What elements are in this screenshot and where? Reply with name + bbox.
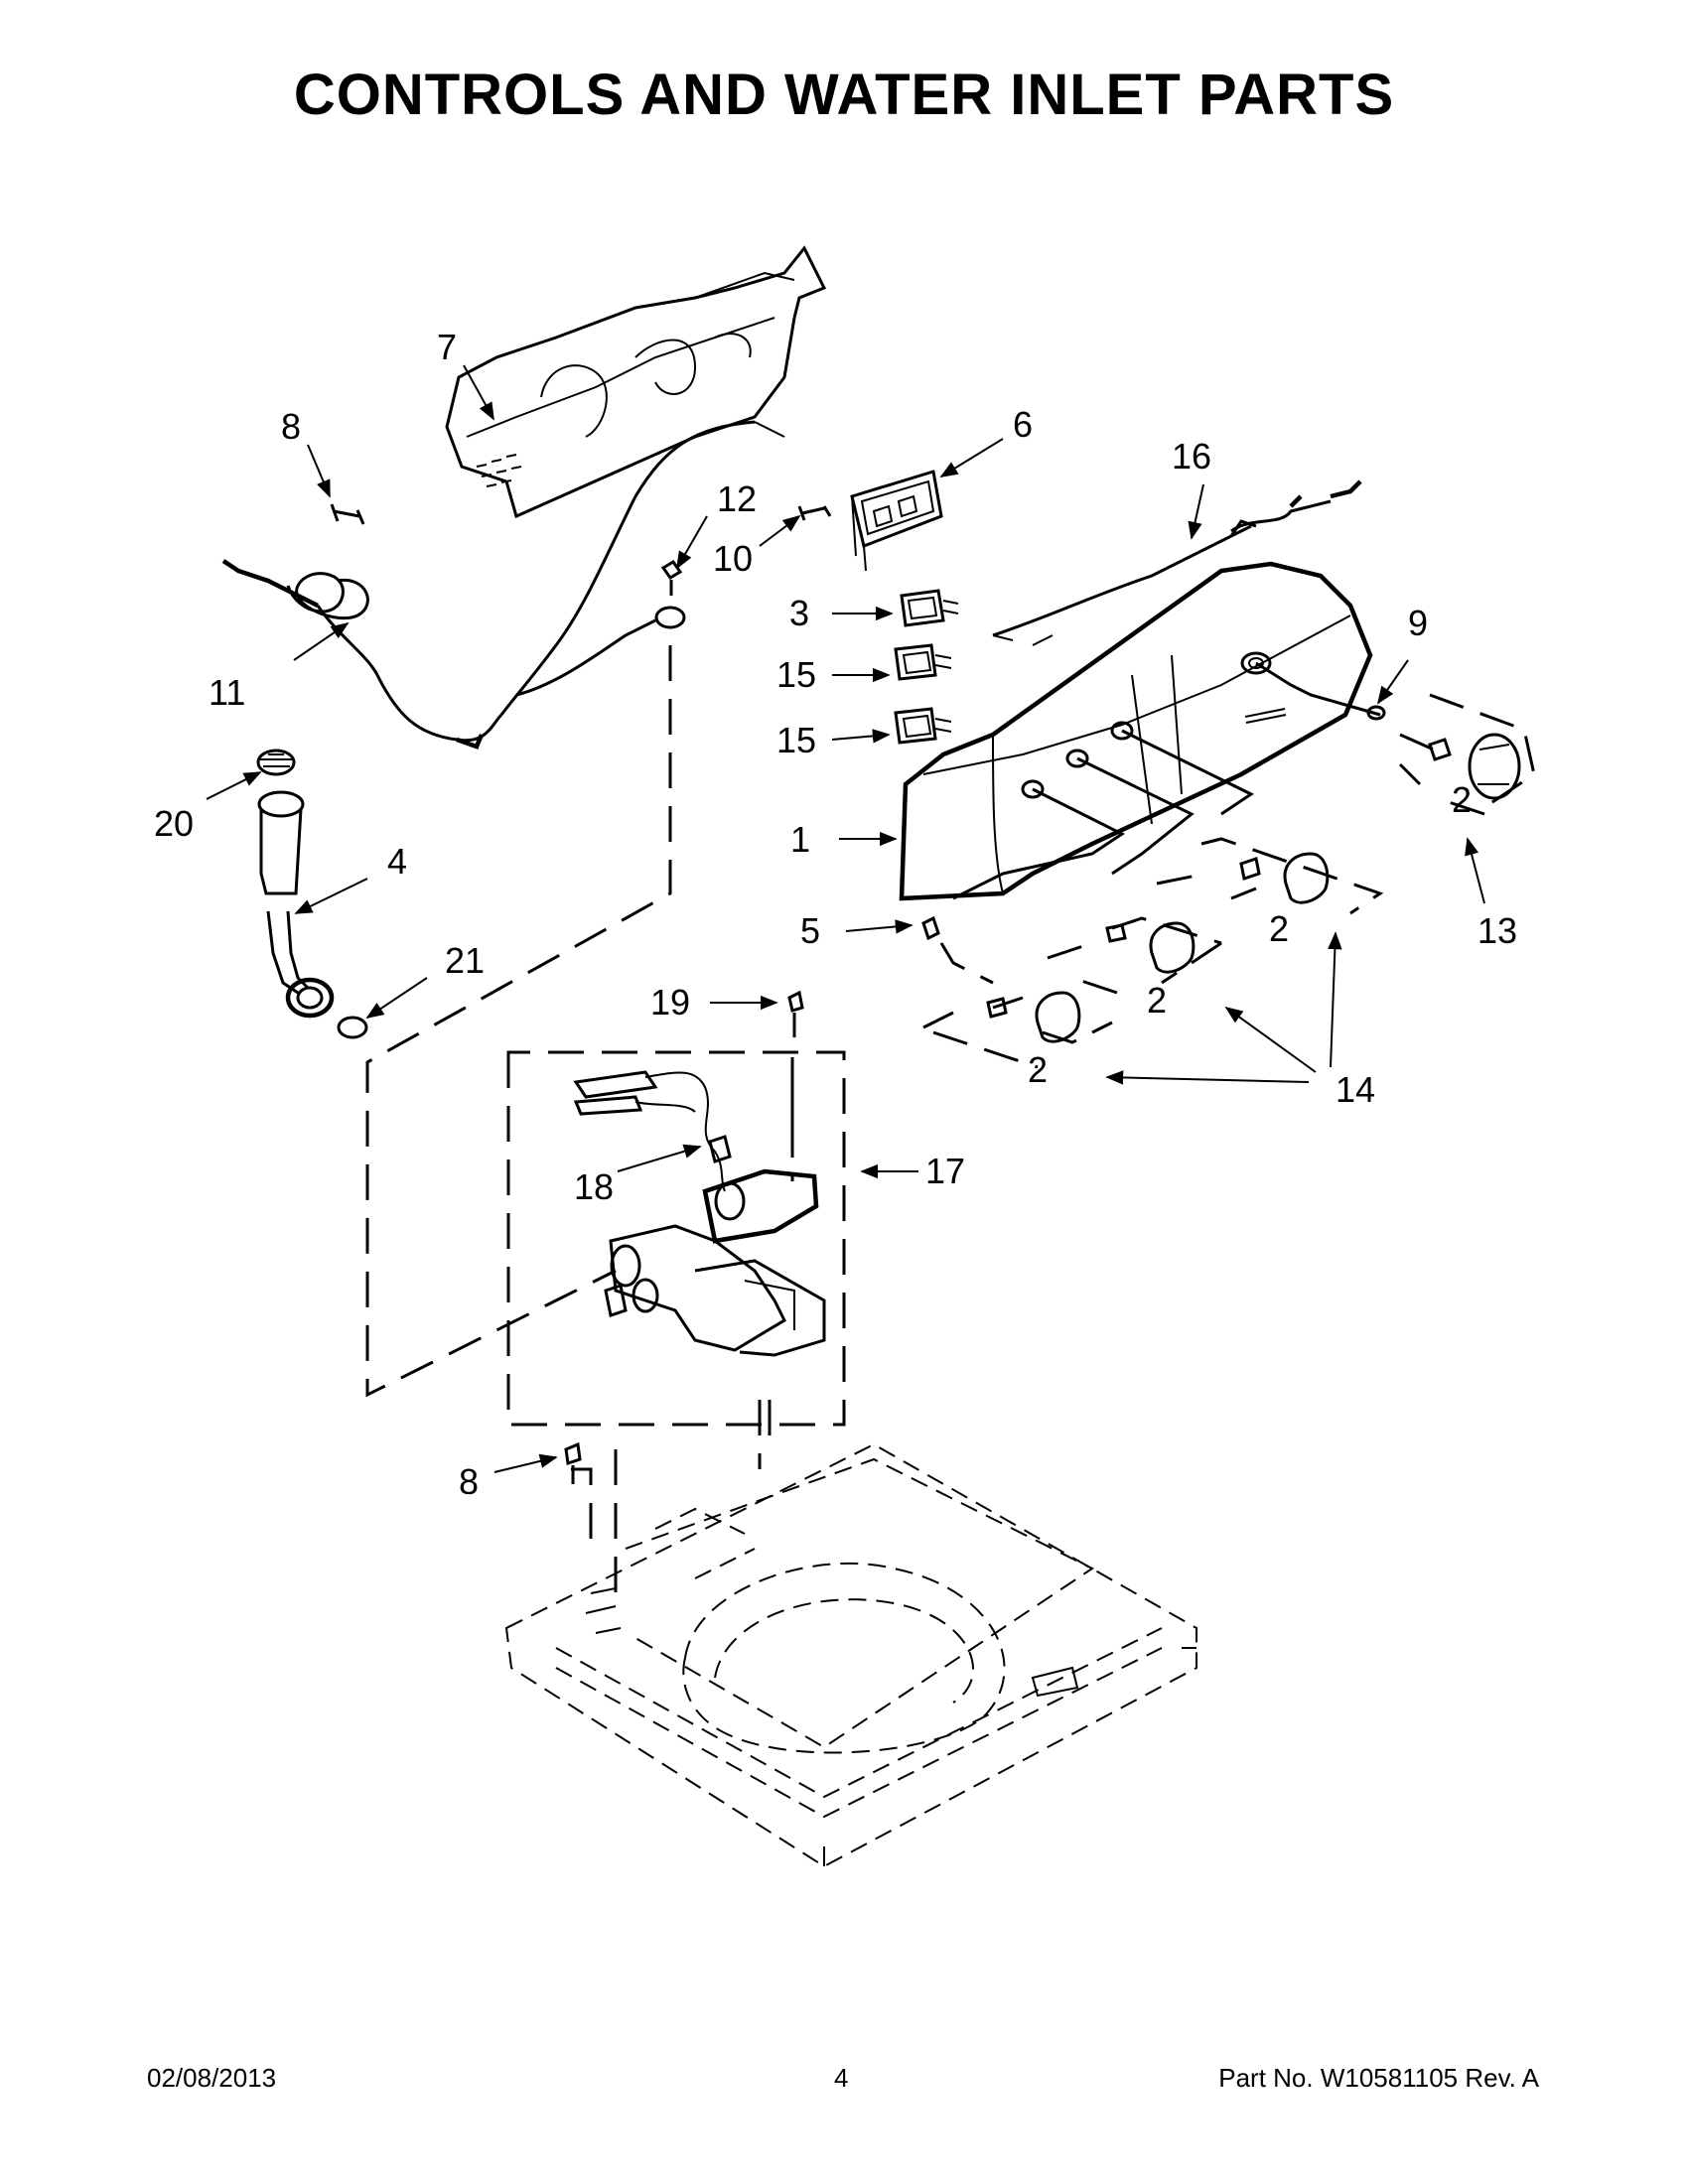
wire-harness-part-16 — [992, 479, 1362, 646]
callout-15-b: 15 — [776, 720, 816, 760]
callout-3: 3 — [789, 593, 809, 633]
callout-18: 18 — [574, 1166, 614, 1207]
callout-16: 16 — [1172, 436, 1211, 477]
footer-date: 02/08/2013 — [147, 2063, 277, 2093]
callout-2-a: 2 — [1452, 779, 1472, 820]
screw-part-10 — [797, 505, 832, 521]
valve-assembly-part-17 — [506, 1050, 846, 1427]
switch-part-3 — [900, 589, 959, 627]
switch-part-15-b — [894, 707, 952, 745]
arrow-21 — [365, 977, 428, 1019]
callout-9: 9 — [1408, 603, 1428, 643]
callout-20: 20 — [154, 803, 194, 844]
arrow-10 — [759, 514, 801, 547]
arrow-14-a — [1328, 931, 1342, 1068]
callout-11: 11 — [209, 672, 245, 713]
callout-19: 19 — [650, 982, 690, 1023]
wire-harness-part-11 — [221, 420, 785, 750]
screw-part-8-top — [330, 503, 365, 525]
knob-assembly-part-14-lower — [922, 991, 1113, 1069]
assembly-dashed-leaders — [365, 645, 794, 1608]
callout-14: 14 — [1336, 1069, 1375, 1110]
rear-panel-part-7 — [445, 245, 827, 519]
page-title: CONTROLS AND WATER INLET PARTS — [293, 63, 1395, 127]
clip-part-5 — [921, 915, 994, 985]
callout-8-top: 8 — [281, 406, 301, 447]
knob-assembly-part-13 — [1398, 693, 1536, 816]
knob-shaft-lines — [952, 661, 1381, 900]
footer-page-number: 4 — [834, 2063, 849, 2093]
screw-part-8-bottom — [564, 1441, 582, 1484]
callout-17: 17 — [925, 1151, 965, 1191]
callout-arrows — [206, 364, 1485, 1473]
callout-21: 21 — [445, 940, 485, 981]
callout-labels: 7 8 6 16 12 10 3 15 15 9 11 20 4 1 5 21 … — [154, 327, 1517, 1502]
arrow-11 — [293, 621, 350, 661]
washer-part-21 — [337, 1016, 368, 1039]
grommet-part-12 — [654, 559, 686, 629]
callout-2-d: 2 — [1028, 1049, 1048, 1090]
arrow-12 — [676, 515, 708, 570]
callout-7: 7 — [437, 327, 457, 367]
washer-part-9 — [1366, 705, 1386, 721]
arrow-4 — [294, 878, 368, 914]
arrow-8-bottom — [493, 1453, 558, 1473]
arrow-5 — [845, 919, 914, 934]
arrow-18 — [617, 1144, 702, 1172]
panel-vent-slots — [476, 454, 522, 487]
callout-4: 4 — [387, 841, 407, 882]
arrow-8-top — [307, 444, 331, 498]
arrow-20 — [206, 771, 262, 800]
arrow-7 — [463, 364, 494, 421]
arrow-16 — [1188, 483, 1204, 540]
switch-part-15-a — [894, 643, 952, 681]
control-board-part-6 — [850, 470, 943, 572]
callout-2-c: 2 — [1147, 980, 1167, 1021]
inlet-hose-part-4 — [257, 790, 335, 1019]
console-part-1 — [899, 561, 1373, 901]
washer-base-outline — [504, 1442, 1197, 1868]
callout-15-a: 15 — [776, 654, 816, 695]
arrow-15-b — [831, 729, 891, 744]
callout-10: 10 — [713, 538, 753, 579]
callout-1: 1 — [790, 819, 810, 860]
callout-2-b: 2 — [1269, 908, 1289, 949]
callout-13: 13 — [1477, 910, 1517, 951]
water-valve-body — [604, 1168, 826, 1357]
screw-part-19 — [787, 990, 804, 1037]
knob-assembly-part-14-upper — [1156, 837, 1384, 915]
knob-assembly-part-14-middle — [1047, 916, 1222, 995]
valve-harness-part-18 — [573, 1070, 732, 1192]
callout-8-bottom: 8 — [459, 1461, 479, 1502]
arrow-13 — [1465, 837, 1485, 904]
callout-5: 5 — [800, 910, 820, 951]
callout-6: 6 — [1013, 404, 1033, 445]
arrow-9 — [1376, 659, 1409, 705]
arrow-14-b — [1224, 1006, 1317, 1073]
callout-12: 12 — [717, 478, 757, 519]
arrow-6 — [939, 438, 1004, 478]
filter-screen-part-20 — [256, 749, 296, 776]
footer-part-number: Part No. W10581105 Rev. A — [1218, 2063, 1539, 2093]
arrow-14-c — [1105, 1070, 1310, 1085]
